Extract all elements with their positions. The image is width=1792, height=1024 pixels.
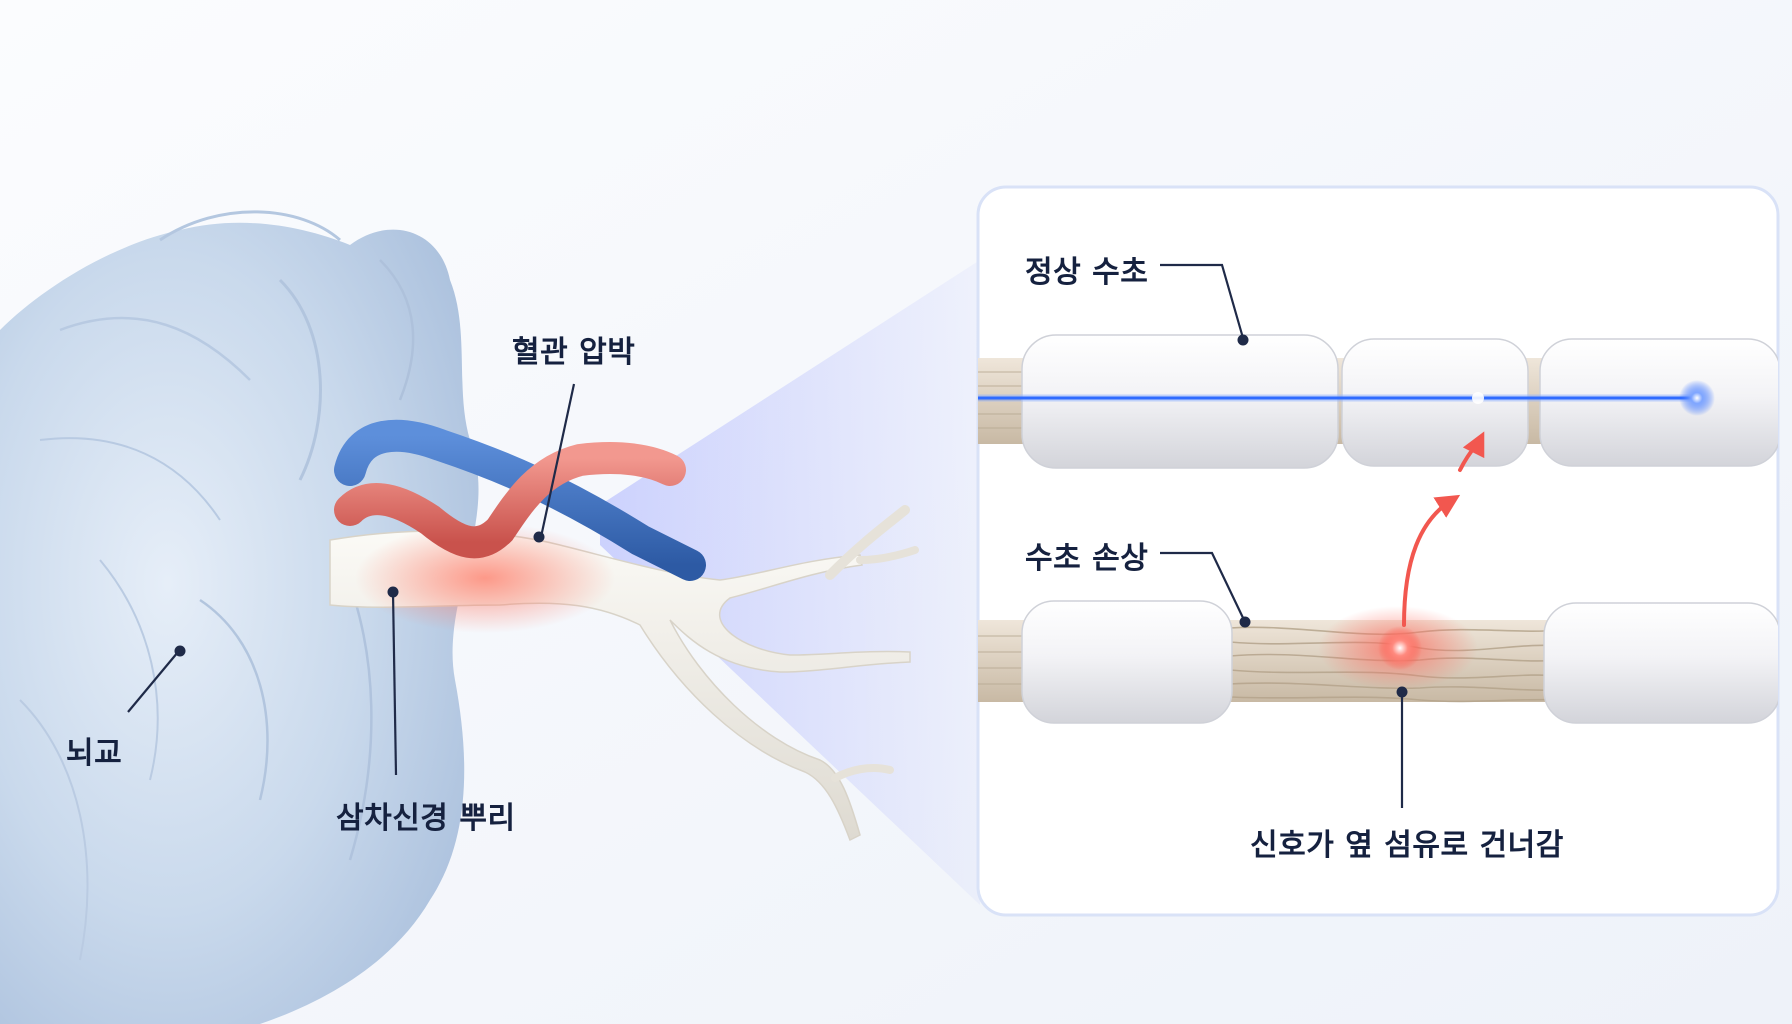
zoom-beam: [600, 260, 980, 905]
damaged-sheath-marker: [1239, 616, 1251, 628]
artery: [334, 442, 686, 559]
leader-lines: [127, 383, 576, 776]
crossing-point: [1472, 392, 1484, 404]
label-signal-crossing: 신호가 옆 섬유로 건너감: [1250, 828, 1564, 863]
pons-marker: [174, 645, 186, 657]
crossing-arrow: [1402, 494, 1461, 627]
label-pons: 뇌교: [66, 736, 123, 771]
pons: [0, 210, 479, 1024]
normal-fiber: [978, 334, 1778, 469]
signal-flare: [1679, 380, 1715, 416]
vessel-marker: [533, 531, 545, 543]
vein: [334, 419, 706, 581]
myelin-segment: [1021, 600, 1233, 724]
label-vascular-compression: 혈관 압박: [512, 335, 636, 370]
normal-sheath-marker: [1237, 334, 1249, 346]
label-damaged-sheath: 수초 손상: [1025, 541, 1149, 576]
label-nerve-root: 삼차신경 뿌리: [336, 801, 516, 836]
damaged-fiber: [978, 600, 1778, 724]
label-normal-sheath: 정상 수초: [1025, 255, 1149, 290]
myelin-segment: [1543, 602, 1778, 724]
damage-flare: [1378, 626, 1422, 670]
crossing-arrow-tip: [1458, 431, 1485, 472]
panel-leader-lines: [1160, 263, 1404, 808]
nerve-root-marker: [387, 586, 399, 598]
myelin-segment: [1539, 338, 1778, 467]
compression-glow: [355, 523, 615, 633]
signal-marker: [1396, 686, 1408, 698]
myelin-segment: [1341, 338, 1529, 467]
